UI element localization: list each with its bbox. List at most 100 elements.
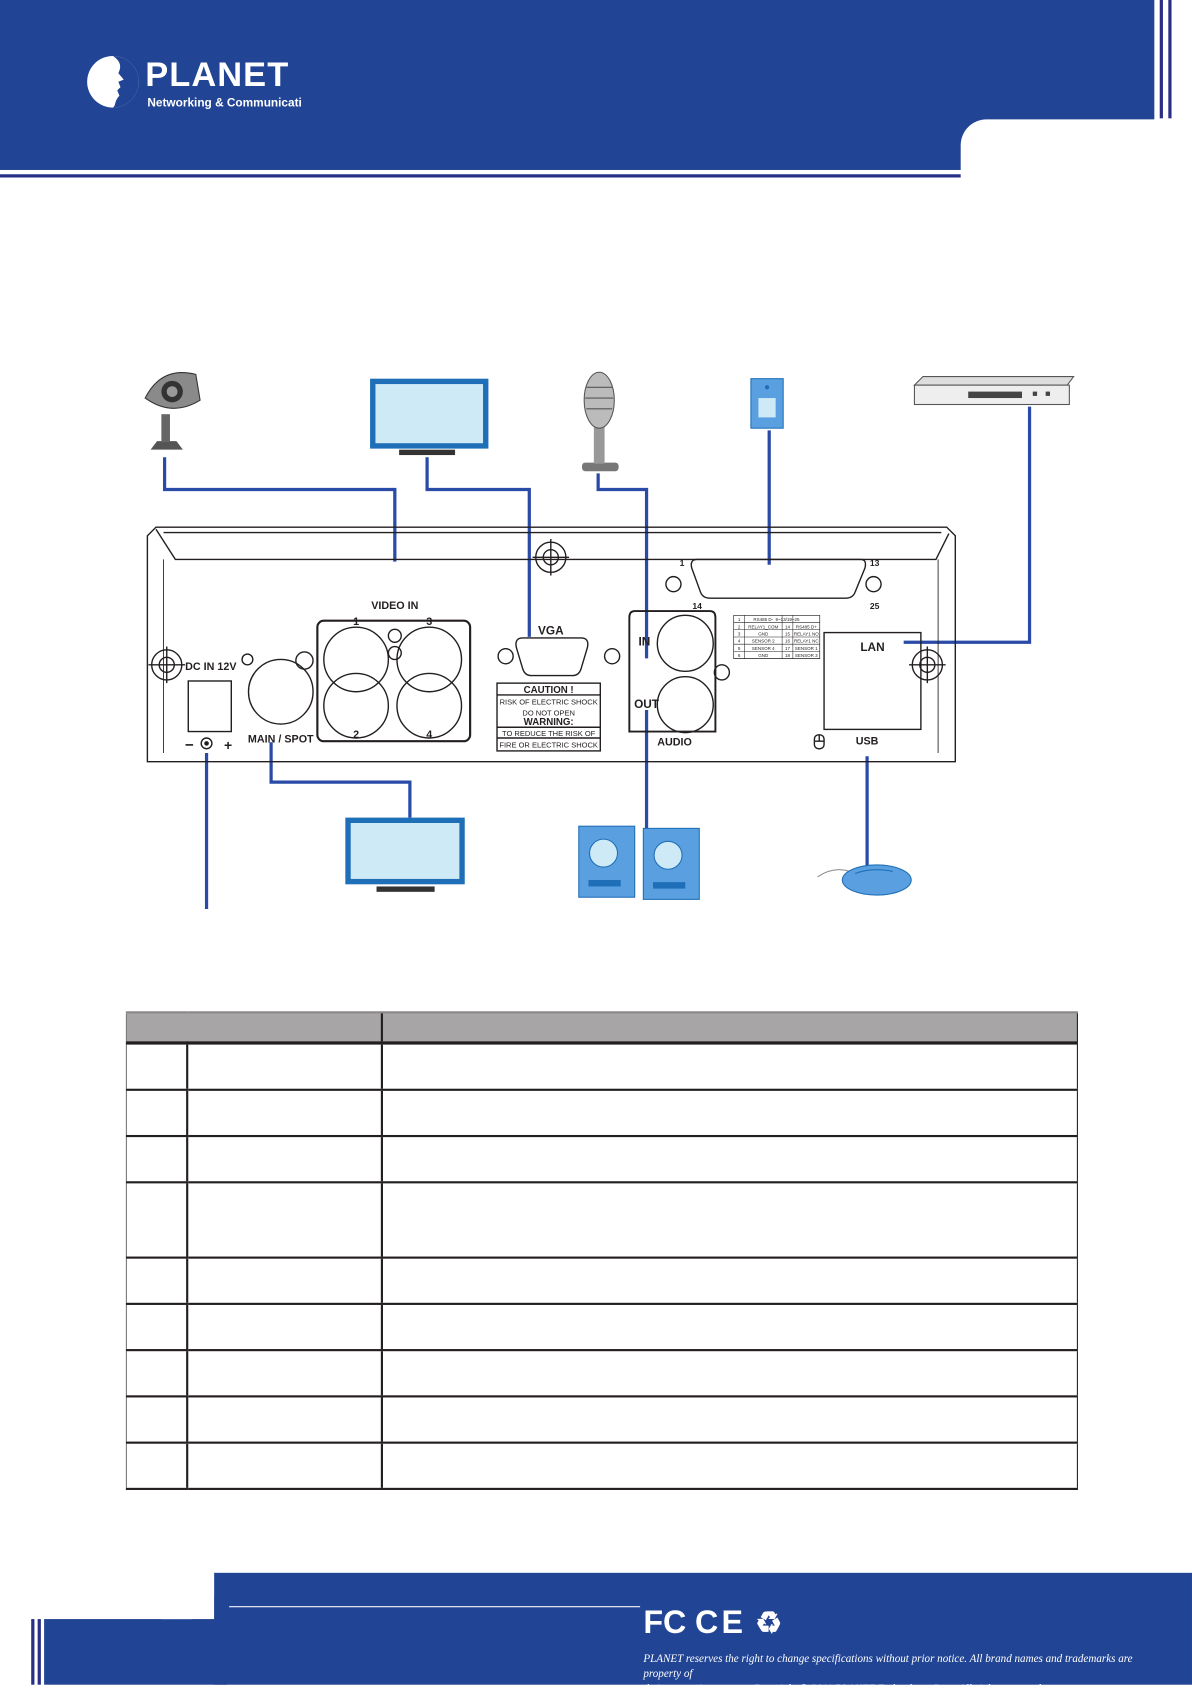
microphone-icon <box>582 371 619 472</box>
port-description-table <box>125 1011 1078 1490</box>
pin-table-cell: RELAY1 NC <box>794 639 819 644</box>
mouse-icon <box>813 734 825 750</box>
certification-logos: FC CE ♻ <box>643 1604 782 1639</box>
main-spot-label: MAIN / SPOT <box>248 733 314 745</box>
table-cell <box>186 1257 382 1305</box>
pin-25-label: 25 <box>870 601 880 611</box>
main-monitor-icon <box>345 817 465 892</box>
dc-in-label: DC IN 12V <box>185 661 237 673</box>
table-cell <box>126 1182 188 1259</box>
table-header-description <box>380 1011 1078 1045</box>
pin-table-cell: GND <box>758 653 769 658</box>
pin-table-cell: RELAY1_COM <box>748 624 778 629</box>
caution-title: CAUTION ! <box>524 685 574 696</box>
table-row <box>126 1089 1078 1138</box>
footer-vertical-rule <box>31 1619 35 1685</box>
vga-label: VGA <box>538 624 564 638</box>
caution-line: RISK OF ELECTRIC SHOCK <box>500 698 598 707</box>
pin-13-label: 13 <box>870 558 880 568</box>
fcc-logo: FC <box>643 1604 686 1639</box>
header-rule <box>0 174 961 178</box>
footer-banner <box>214 1572 1192 1685</box>
pin-table-cell: 6 <box>738 653 741 658</box>
pin-table-cell: 16 <box>785 639 791 644</box>
lan-port <box>823 631 922 731</box>
pin-table-cell: 3 <box>738 631 741 636</box>
pin-table-cell: 1 <box>738 617 741 622</box>
table-header-name <box>126 1011 382 1045</box>
legal-line-1: PLANET reserves the right to change spec… <box>643 1653 1133 1681</box>
table-cell <box>126 1303 188 1352</box>
caution-line: TO REDUCE THE RISK OF <box>502 729 596 738</box>
table-cell <box>380 1350 1078 1398</box>
header-vertical-rule <box>1159 0 1163 119</box>
video-in-port-2 <box>323 672 390 739</box>
pin-table-cell: 9~13/19~25 <box>775 617 800 622</box>
pin-table-cell: 15 <box>785 631 791 636</box>
table-cell <box>186 1442 382 1490</box>
table-row <box>126 1257 1078 1305</box>
logo-wordmark: PLANET <box>145 56 289 94</box>
pin-table-cell: 2 <box>738 624 741 629</box>
table-row <box>126 1136 1078 1184</box>
table-cell <box>126 1396 188 1444</box>
dvr-rear-panel <box>146 526 957 763</box>
channel-1-label: 1 <box>353 616 359 628</box>
caution-line: DO NOT OPEN <box>522 708 574 717</box>
cctv-camera-icon <box>144 372 201 450</box>
pin-table-cell: 17 <box>785 646 791 651</box>
table-cell <box>380 1257 1078 1305</box>
table-cell <box>126 1042 188 1091</box>
vga-cable <box>425 457 531 637</box>
table-cell <box>186 1136 382 1184</box>
pin-table-cell: RS485 D- <box>753 617 773 622</box>
network-switch-icon <box>913 375 1075 406</box>
power-switch <box>187 680 232 733</box>
table-cell <box>186 1350 382 1398</box>
footer-rule <box>229 1606 641 1608</box>
vga-monitor-icon <box>370 378 489 456</box>
lan-cable <box>903 406 1032 644</box>
usb-mouse-icon <box>817 864 912 896</box>
audio-in-label: IN <box>638 634 650 648</box>
table-cell <box>126 1350 188 1398</box>
pin-table-cell: RS485 D+ <box>796 624 817 629</box>
screw-icon <box>532 538 570 576</box>
main-spot-cable <box>269 742 412 818</box>
table-cell <box>186 1089 382 1138</box>
pin-table-cell: SENSOR 2 <box>752 639 775 644</box>
table-row <box>126 1182 1078 1259</box>
table-cell <box>380 1042 1078 1091</box>
table-cell <box>186 1396 382 1444</box>
pin-table-cell: SENSOR 1 <box>795 646 818 651</box>
footer-vertical-rule <box>37 1619 41 1685</box>
table-cell <box>380 1442 1078 1490</box>
pin-14-label: 14 <box>692 601 702 611</box>
dc-jack-icon <box>200 737 213 750</box>
pin-table-cell: 18 <box>785 653 791 658</box>
audio-label: AUDIO <box>657 737 692 749</box>
vga-port <box>515 637 589 677</box>
warning-title: WARNING: <box>524 717 574 728</box>
table-row <box>126 1396 1078 1444</box>
audio-out-port <box>656 675 714 734</box>
usb-label: USB <box>856 735 879 747</box>
ce-logo: CE <box>695 1604 746 1639</box>
audio-out-label: OUT <box>634 697 660 711</box>
video-in-port-4 <box>396 672 463 739</box>
channel-3-label: 3 <box>426 616 432 628</box>
screw-icon <box>909 646 946 684</box>
table-cell <box>380 1182 1078 1259</box>
pin-1-label: 1 <box>680 558 685 568</box>
polarity-plus: + <box>224 737 232 753</box>
pin-table-cell: SENSOR 3 <box>795 653 818 658</box>
table-row <box>126 1442 1078 1490</box>
audio-block <box>628 610 717 733</box>
table-cell <box>126 1136 188 1184</box>
pin-table-cell: SENSOR 4 <box>752 646 775 651</box>
video-in-block <box>316 619 472 743</box>
table-cell <box>380 1089 1078 1138</box>
